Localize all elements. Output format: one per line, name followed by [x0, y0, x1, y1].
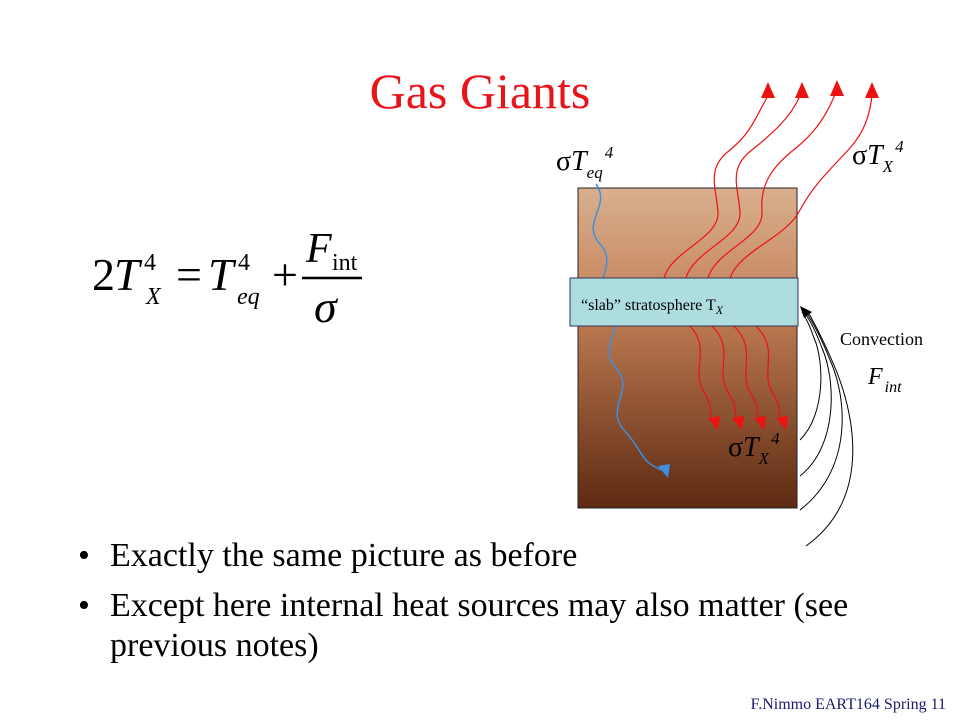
eq-f: F — [305, 226, 332, 272]
bullet-item: • Except here internal heat sources may a… — [68, 586, 888, 666]
eq-coefficient: 2 — [92, 249, 115, 300]
upward-radiation-line-2 — [685, 95, 801, 279]
eq-t-eq: T — [208, 249, 237, 300]
upward-arrowhead-1 — [761, 82, 775, 98]
eq-sub-eq: eq — [237, 284, 260, 310]
eq-sub-int: int — [332, 250, 358, 276]
eq-exp-2: 4 — [238, 250, 250, 276]
downward-arrowhead-2 — [732, 416, 744, 430]
convection-curve-4 — [799, 311, 822, 441]
downward-radiation-line-4 — [755, 325, 783, 425]
bullet-dot: • — [78, 587, 90, 624]
upper-atmosphere-layer — [577, 187, 798, 279]
slide-footer: F.Nimmo EART164 Spring 11 — [750, 696, 946, 713]
downward-arrowhead-4 — [776, 416, 788, 430]
convection-label: Convection — [840, 329, 923, 349]
downward-radiation-line-2 — [711, 325, 739, 425]
downward-radiation-line-3 — [733, 325, 761, 425]
bullet-dot: • — [78, 537, 90, 574]
upward-radiation-line-1 — [663, 95, 769, 279]
eq-sigma: σ — [314, 281, 339, 332]
upward-arrowhead-2 — [795, 82, 809, 98]
downward-arrowhead-3 — [754, 416, 766, 430]
slide-title: Gas Giants — [369, 63, 591, 119]
sigma-t-x-bottom-label: σTX4 — [728, 429, 780, 468]
convection-curve-2 — [799, 311, 843, 511]
eq-plus: + — [272, 249, 298, 300]
bullet-item: • Exactly the same picture as before — [68, 536, 888, 576]
bullet-text: Except here internal heat sources may al… — [110, 587, 849, 664]
sigma-t-x-top-label: σTX4 — [852, 137, 904, 176]
sigma-t-eq-label: σTeq4 — [556, 143, 614, 182]
eq-t-x: T — [114, 249, 143, 300]
slab-label: “slab” stratosphere TX — [581, 297, 724, 317]
bullet-text: Exactly the same picture as before — [110, 537, 578, 574]
convection-arrowhead — [800, 306, 812, 318]
incoming-radiation-wave — [592, 183, 663, 471]
eq-equals: = — [176, 249, 202, 300]
upward-arrowhead-3 — [830, 80, 844, 96]
stratosphere-slab — [569, 277, 799, 327]
upward-radiation-line-4 — [729, 95, 873, 279]
bullet-list: • Exactly the same picture as before • Exc… — [68, 536, 888, 676]
eq-sub-x: X — [145, 284, 162, 310]
eq-exp-1: 4 — [144, 250, 156, 276]
downward-radiation-line-1 — [689, 325, 715, 425]
downward-arrowhead-1 — [708, 416, 720, 430]
energy-balance-equation: 2 T 4 X = T 4 eq + F int σ — [92, 226, 362, 332]
incoming-arrowhead — [658, 464, 670, 478]
upward-arrowhead-4 — [865, 82, 879, 98]
convection-curve-3 — [799, 311, 832, 477]
upward-radiation-line-3 — [707, 91, 837, 279]
convection-curve-1 — [805, 311, 854, 547]
